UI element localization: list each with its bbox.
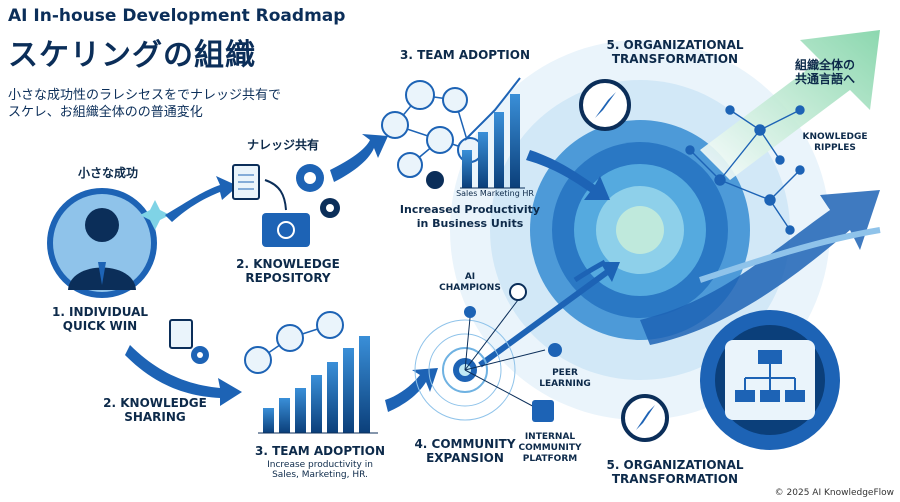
individual-avatar — [47, 188, 157, 298]
common-language-arrow — [700, 30, 880, 180]
step3-team-adoption-bottom: 3. TEAM ADOPTION — [255, 444, 386, 458]
compass-icon-top — [579, 79, 631, 131]
repository-icons — [232, 164, 340, 247]
step1-individual-quick-win: 1. INDIVIDUAL QUICK WIN — [51, 305, 149, 333]
step3-caption-bottom: Increase productivity in Sales, Marketin… — [267, 460, 373, 480]
bars-categories: Sales Marketing HR — [456, 189, 534, 198]
bars-bottom — [258, 336, 378, 434]
bars-top — [460, 77, 525, 189]
subtitle-line-1: 小さな成功性のラレシセスをでナレッジ共有で — [8, 88, 282, 103]
arrow-3-to-5 — [526, 150, 610, 200]
arrow-bottom-2 — [385, 368, 438, 412]
arrow-1-to-2 — [165, 176, 238, 222]
common-language-label: 組織全体の 共通言語へ — [794, 58, 855, 86]
sharing-icons-bottom — [169, 319, 209, 364]
subtitle-line-2: スケレ、お組織全体のの普通変化 — [8, 105, 203, 120]
knowledge-share-label: ナレッジ共有 — [246, 138, 319, 152]
internal-community-platform-label: INTERNAL COMMUNITY PLATFORM — [518, 432, 582, 464]
people-icons-bottom — [244, 311, 344, 374]
ai-champions-label: AI CHAMPIONS — [439, 272, 501, 293]
step5-transformation-top: 5. ORGANIZATIONAL TRANSFORMATION — [606, 38, 744, 66]
copyright-credit: © 2025 AI KnowledgeFlow — [774, 488, 894, 498]
knowledge-network — [685, 105, 805, 235]
step4-community-expansion: 4. COMMUNITY EXPANSION — [414, 437, 516, 465]
org-gear-icon — [700, 310, 840, 450]
growth-arrow-right — [640, 190, 880, 345]
title-english: AI In-house Development Roadmap — [8, 6, 346, 26]
small-success-label: 小さな成功 — [77, 166, 138, 180]
step3-team-adoption-top: 3. TEAM ADOPTION — [399, 48, 530, 62]
arrow-bottom-1 — [125, 345, 242, 406]
compass-icon-bottom — [621, 394, 669, 442]
people-icons-top — [381, 80, 483, 189]
step3-caption-top: Increased Productivity in Business Units — [399, 203, 541, 230]
arrow-to-center — [478, 267, 612, 368]
arrow-bottom-3 — [573, 259, 607, 283]
arrow-2-to-3 — [330, 134, 388, 182]
step2-knowledge-sharing: 2. KNOWLEDGE SHARING — [103, 396, 207, 424]
spark-icon — [140, 200, 170, 230]
step2-knowledge-repository: 2. KNOWLEDGE REPOSITORY — [236, 257, 340, 285]
community-hub — [414, 283, 562, 422]
peer-learning-label: PEER LEARNING — [539, 368, 591, 389]
step5-transformation-bottom: 5. ORGANIZATIONAL TRANSFORMATION — [606, 458, 744, 486]
title-japanese: スケリングの組織 — [8, 38, 256, 73]
knowledge-ripples-label: KNOWLEDGE RIPPLES — [802, 132, 868, 153]
